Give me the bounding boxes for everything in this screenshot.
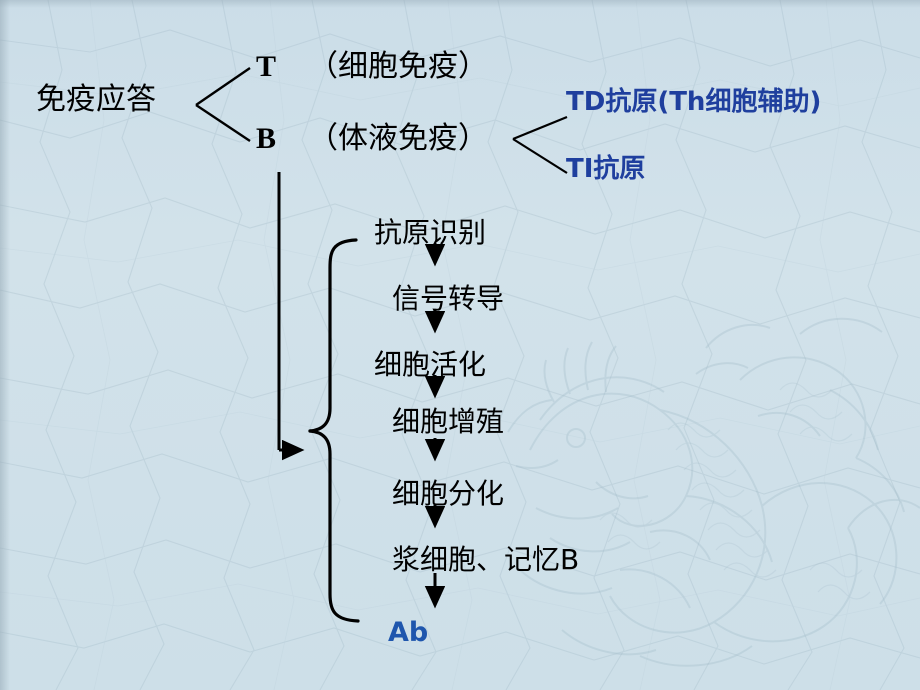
flow-step-cell-activation: 细胞活化 xyxy=(374,348,487,381)
dragon-watermark xyxy=(507,317,920,667)
antigen-td-label: TD抗原(Th细胞辅助) xyxy=(566,87,822,117)
antigen-ti-label: TI抗原 xyxy=(566,154,646,184)
flow-step-cell-proliferation: 细胞增殖 xyxy=(392,405,505,438)
branch-paren-t: （细胞免疫） xyxy=(308,49,488,84)
slide-top-shading xyxy=(0,0,920,8)
branch-letter-t: T xyxy=(256,50,277,83)
flow-step-plasma-memory-b: 浆细胞、记忆B xyxy=(392,543,580,576)
slide-left-shading xyxy=(0,0,10,690)
flow-step-antibody: Ab xyxy=(388,617,429,648)
branch-paren-b: （体液免疫） xyxy=(308,121,488,156)
root-label: 免疫应答 xyxy=(36,82,156,117)
flow-step-antigen-recognition: 抗原识别 xyxy=(374,216,487,249)
flow-step-cell-differentiation: 细胞分化 xyxy=(392,477,505,510)
flow-step-signal-transduction: 信号转导 xyxy=(392,282,505,315)
branch-letter-b: B xyxy=(256,122,277,155)
